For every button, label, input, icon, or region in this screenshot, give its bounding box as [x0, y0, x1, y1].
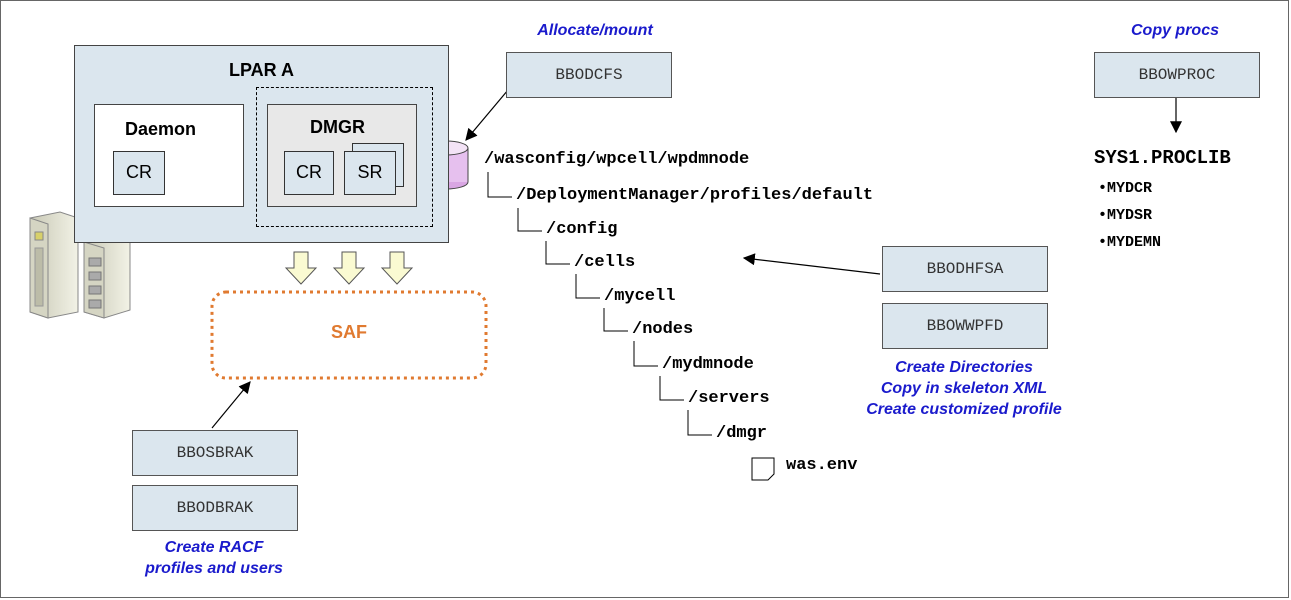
bullet-icon: • [1098, 234, 1108, 251]
arrow-directories [742, 253, 881, 275]
tree-item: /servers [688, 389, 770, 408]
bullet-icon: • [1098, 207, 1108, 224]
tree-connectors [487, 172, 712, 436]
job-bbosbrak: BBOSBRAK [132, 430, 298, 476]
job-bbodhfsa: BBODHFSA [882, 246, 1048, 292]
allocate-caption: Allocate/mount [537, 22, 653, 39]
down-arrows [284, 251, 414, 285]
daemon-cr-box: CR [113, 151, 165, 195]
arrow-allocate [465, 89, 509, 141]
bullet-icon: • [1098, 180, 1108, 197]
tree-item: /config [546, 220, 618, 239]
tree-item: /nodes [632, 320, 694, 339]
daemon-title: Daemon [125, 119, 197, 139]
saf-label: SAF [331, 322, 367, 342]
server-tower-icon [29, 211, 131, 319]
arrow-racf [211, 381, 251, 429]
file-icon [751, 457, 775, 481]
dmgr-title: DMGR [310, 117, 365, 137]
dmgr-cr-box: CR [284, 151, 334, 195]
saf-border [210, 290, 488, 380]
tree-item: /cells [574, 253, 636, 272]
dmgr-sr-box: SR [344, 151, 396, 195]
lpar-title: LPAR A [229, 60, 294, 80]
proclib-member: •MYDCR [1098, 180, 1153, 197]
directories-caption: Create Directories Copy in skeleton XML … [866, 359, 1062, 418]
job-bbodcfs: BBODCFS [506, 52, 672, 98]
proclib-member: •MYDEMN [1098, 234, 1162, 251]
tree-root: /wasconfig/wpcell/wpdmnode [484, 150, 750, 169]
tree-item: /mycell [604, 287, 676, 306]
dmgr-box: DMGR CR SR [267, 104, 417, 207]
tree-item: /DeploymentManager/profiles/default [516, 186, 874, 205]
daemon-box: Daemon CR [94, 104, 244, 207]
job-bbowproc: BBOWPROC [1094, 52, 1260, 98]
tree-file: was.env [786, 456, 858, 475]
proclib-name: SYS1.PROCLIB [1094, 147, 1231, 169]
dmgr-dashed-border [256, 87, 433, 227]
copy-procs-caption: Copy procs [1130, 22, 1219, 39]
job-bbodbrak: BBODBRAK [132, 485, 298, 531]
tree-item: /mydmnode [662, 355, 754, 374]
tree-item: /dmgr [716, 424, 768, 443]
proclib-member: •MYDSR [1098, 207, 1153, 224]
job-bbowwpfd: BBOWWPFD [882, 303, 1048, 349]
racf-caption: Create RACF profiles and users [145, 539, 283, 577]
